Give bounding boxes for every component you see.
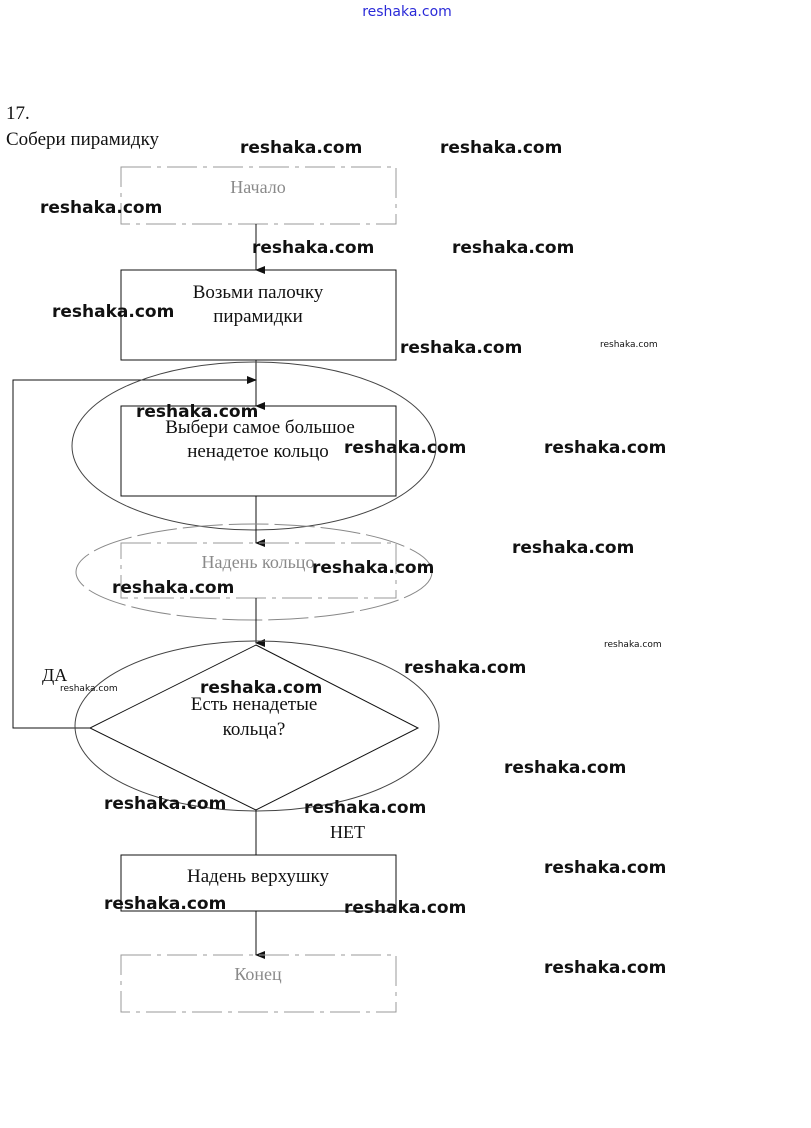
watermark: reshaka.com xyxy=(312,558,434,578)
watermark: reshaka.com xyxy=(344,438,466,458)
start-box xyxy=(120,166,397,225)
watermark: reshaka.com xyxy=(504,758,626,778)
watermark: reshaka.com xyxy=(544,958,666,978)
watermark: reshaka.com xyxy=(136,402,258,422)
decision-ellipse xyxy=(74,640,440,812)
decision-line1: Есть ненадетые xyxy=(191,694,318,715)
ring-ellipse xyxy=(75,523,433,621)
watermark: reshaka.com xyxy=(452,238,574,258)
end-label: Конец xyxy=(234,964,282,984)
watermark: reshaka.com xyxy=(200,678,322,698)
watermark: reshaka.com xyxy=(400,338,522,358)
watermark: reshaka.com xyxy=(240,138,362,158)
loop-yes-arrow xyxy=(12,376,257,729)
step-choose-ring-line2: ненадетое кольцо xyxy=(187,441,329,462)
end-box xyxy=(120,954,397,1013)
watermark: reshaka.com xyxy=(304,798,426,818)
watermark: reshaka.com xyxy=(104,894,226,914)
step-take-stick-line2: пирамидки xyxy=(213,306,303,327)
step-put-top-box xyxy=(120,854,397,912)
watermark: reshaka.com xyxy=(512,538,634,558)
watermark: reshaka.com xyxy=(544,438,666,458)
task-title: Собери пирамидку xyxy=(6,129,160,150)
step-put-ring-box xyxy=(120,542,397,599)
watermark: reshaka.com xyxy=(344,898,466,918)
watermark: reshaka.com xyxy=(440,138,562,158)
watermark: reshaka.com xyxy=(104,794,226,814)
watermark: reshaka.com xyxy=(404,658,526,678)
decision-line2: кольца? xyxy=(223,719,286,740)
watermark: reshaka.com xyxy=(544,858,666,878)
watermarks: reshaka.com reshaka.com reshaka.com resh… xyxy=(40,138,666,978)
no-label: НЕТ xyxy=(330,822,365,842)
start-label: Начало xyxy=(230,177,285,197)
watermark: reshaka.com xyxy=(40,198,162,218)
watermark: reshaka.com xyxy=(604,640,662,650)
watermark: reshaka.com xyxy=(60,684,118,694)
watermark: reshaka.com xyxy=(112,578,234,598)
step-choose-ring-box xyxy=(120,405,397,497)
watermark: reshaka.com xyxy=(600,340,658,350)
loop-ellipse xyxy=(71,361,437,531)
step-put-top-label: Надень верхушку xyxy=(187,866,329,887)
watermark: reshaka.com xyxy=(252,238,374,258)
site-header-link[interactable]: reshaka.com xyxy=(362,4,452,20)
step-take-stick-line1: Возьми палочку xyxy=(193,282,324,303)
step-choose-ring-line1: Выбери самое большое xyxy=(165,417,355,438)
yes-label: ДА xyxy=(42,665,67,685)
task-number: 17. xyxy=(6,103,30,124)
watermark: reshaka.com xyxy=(52,302,174,322)
step-take-stick-box xyxy=(120,269,397,361)
step-put-ring-label: Надень кольцо xyxy=(202,552,315,572)
